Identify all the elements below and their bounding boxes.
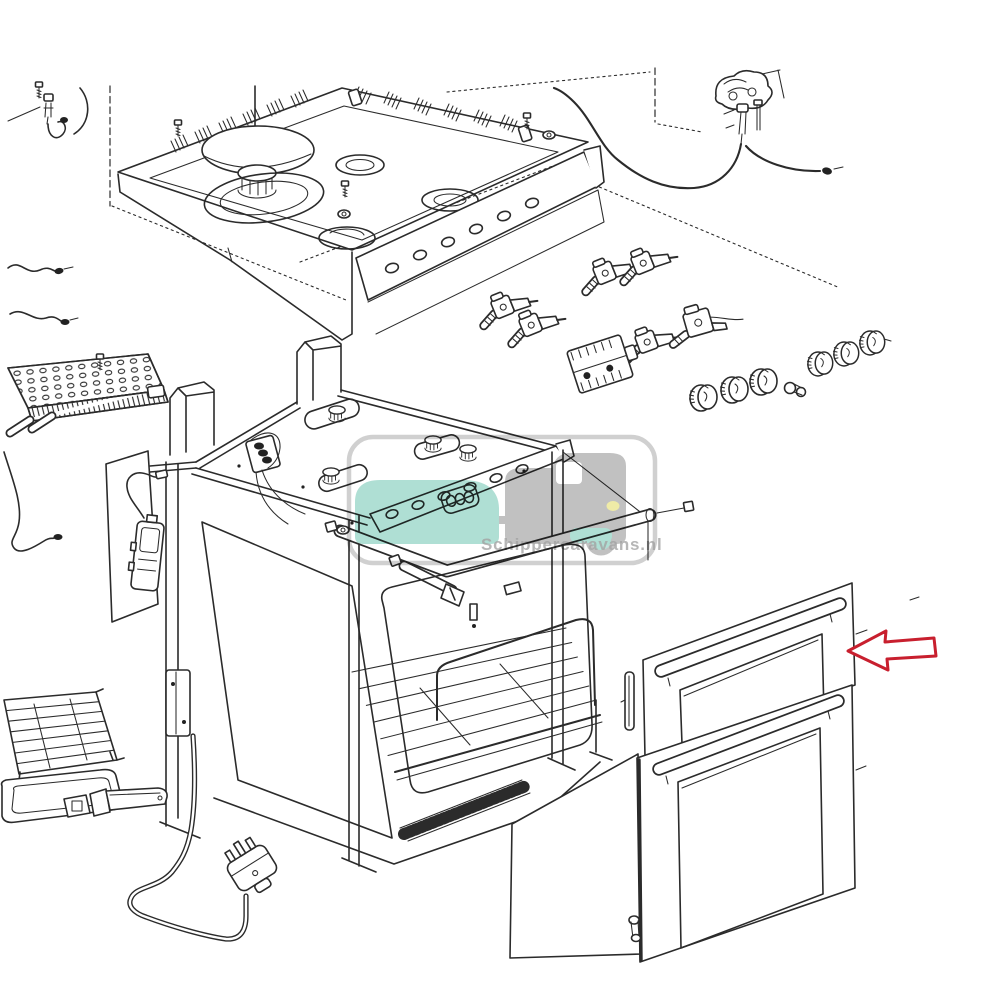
ignition-leads: [3, 264, 79, 552]
gas-taps: [474, 236, 744, 361]
knob-adapter: [783, 381, 807, 398]
grill-burner-plate: [5, 353, 169, 438]
chassis-leg-left: [159, 461, 201, 839]
van-window: [556, 462, 582, 484]
chassis-post-left: [169, 381, 215, 456]
control-knob: [858, 330, 886, 356]
thermostat-valve: [668, 303, 744, 349]
pan-bracket: [63, 794, 91, 818]
power-cord: [127, 733, 249, 942]
electrode-lead: [744, 144, 822, 173]
ignition-electrode-top-left: [7, 81, 89, 139]
hob-front-skirt: [117, 173, 353, 341]
mounting-panel: [105, 450, 159, 623]
pointer-arrow: [846, 629, 938, 672]
washer-icon: [542, 130, 556, 140]
piezo-igniter-switch: [105, 450, 169, 623]
gas-tap: [614, 236, 679, 283]
control-knob: [832, 341, 860, 367]
oven-shelf: [351, 618, 603, 781]
hinge-pin: [628, 915, 642, 943]
door-handle: [654, 597, 847, 687]
diagram-linework: [0, 67, 938, 963]
vent-grille: [396, 778, 534, 842]
pan-handle: [89, 787, 168, 817]
watermark-badge: Schippercaravans.nl: [346, 434, 663, 566]
latch: [469, 603, 478, 621]
burner-recesses: [203, 154, 479, 250]
control-knob: [719, 376, 749, 404]
front-post: [341, 515, 377, 873]
grill-rack: [3, 688, 125, 782]
oven-door-panel: [628, 684, 867, 963]
control-knobs: [688, 330, 892, 412]
oven-chassis: [149, 335, 695, 873]
chassis-post-back: [296, 335, 342, 405]
washer-icon: [337, 209, 351, 219]
watermark-text: Schippercaravans.nl: [481, 535, 663, 554]
hinge-bracket: [165, 669, 191, 737]
oven-cavity-frame: [380, 543, 593, 794]
control-knob: [806, 351, 834, 377]
burner-head: [459, 444, 477, 462]
selector-switch-block: [566, 334, 639, 394]
hinge-strip: [620, 671, 635, 731]
burner-support-loops: [304, 398, 477, 493]
ignition-manifold: [245, 432, 306, 525]
watermark-logo: [355, 453, 626, 556]
control-knob: [748, 368, 778, 396]
side-panel-left: [201, 521, 393, 839]
ignition-electrode-right: [552, 69, 844, 190]
mains-plug: [224, 836, 278, 894]
hob-side-rail: [355, 145, 605, 335]
grill-door-panel: [642, 582, 920, 758]
watermark-border: [346, 434, 658, 566]
control-knob: [688, 384, 718, 412]
screw-icon: [34, 81, 44, 99]
headlight: [606, 501, 620, 511]
hob-top-assembly: [117, 85, 605, 341]
ignition-cable: [552, 86, 743, 190]
hob-screw: [173, 119, 183, 137]
door-handle: [652, 694, 845, 785]
